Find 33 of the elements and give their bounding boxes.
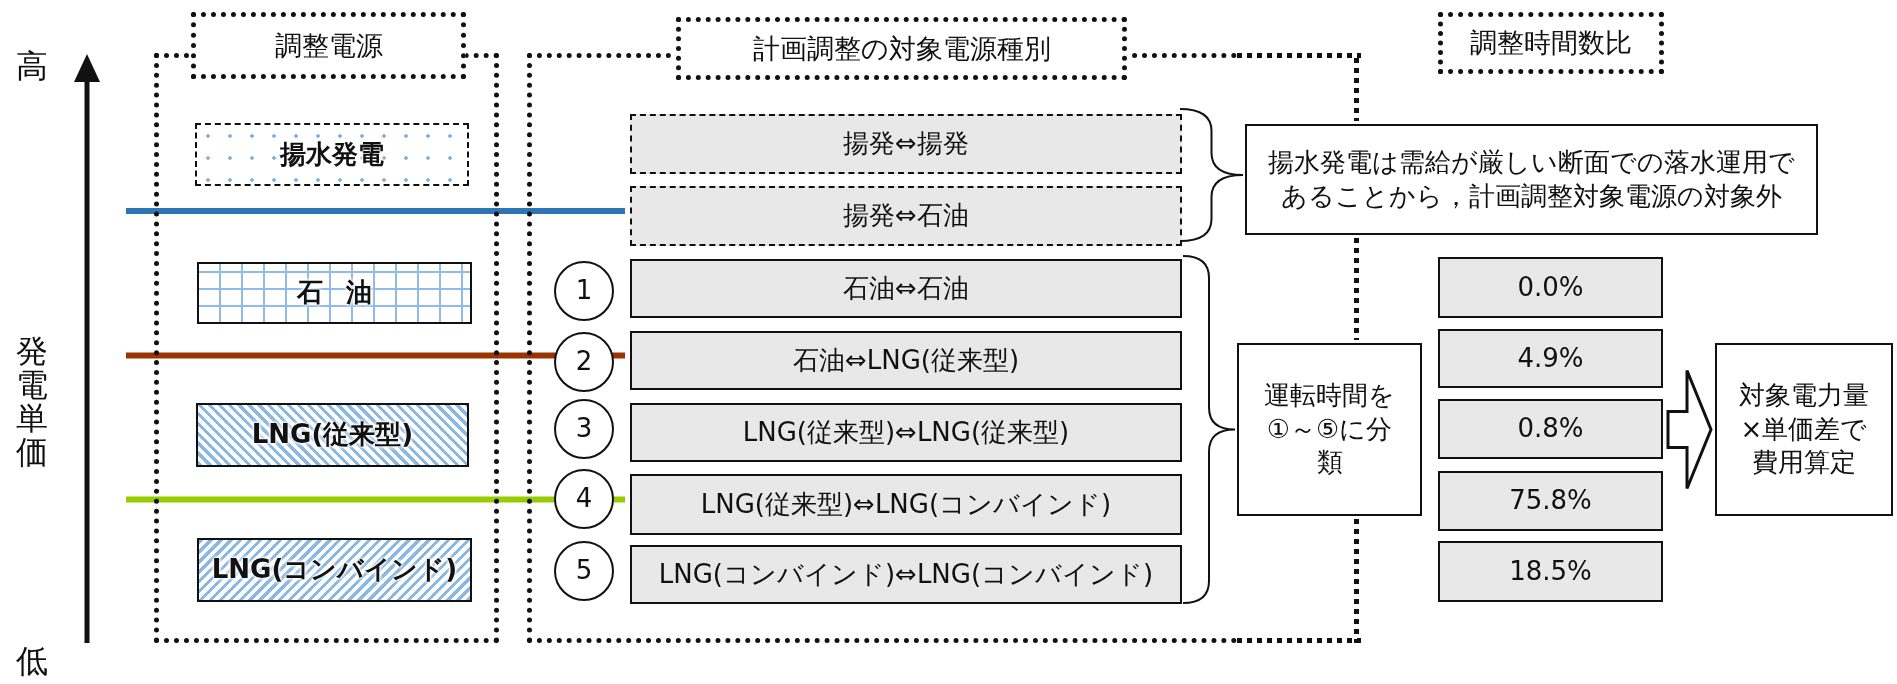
pair-box: 揚発⇔揚発 xyxy=(630,114,1182,174)
price-level-line xyxy=(126,208,625,214)
power-source-box: 揚水発電 xyxy=(195,123,469,186)
pair-box: 石油⇔石油 xyxy=(630,259,1182,318)
note-box: 運転時間を①～⑤に分類 xyxy=(1237,343,1422,516)
note-box: 対象電力量×単価差で費用算定 xyxy=(1715,343,1893,516)
percentage-box: 0.0% xyxy=(1438,257,1663,318)
number-circle: 2 xyxy=(554,332,614,392)
column-heading: 調整時間数比 xyxy=(1438,12,1664,74)
percentage-box: 18.5% xyxy=(1438,541,1663,602)
column-heading: 計画調整の対象電源種別 xyxy=(676,17,1127,80)
number-circle: 4 xyxy=(554,469,614,529)
note-box: 揚水発電は需給が厳しい断面での落水運用であることから，計画調整対象電源の対象外 xyxy=(1245,124,1818,235)
number-circle: 3 xyxy=(554,399,614,459)
axis-label: 低 xyxy=(16,645,48,679)
number-circle: 1 xyxy=(554,261,614,321)
pair-box: LNG(従来型)⇔LNG(従来型) xyxy=(630,403,1182,462)
block-arrow xyxy=(1666,369,1713,490)
power-source-box: LNG(従来型) xyxy=(196,403,469,467)
percentage-box: 4.9% xyxy=(1438,329,1663,388)
percentage-box: 75.8% xyxy=(1438,471,1663,531)
price-level-line xyxy=(126,496,625,503)
power-source-box: LNG(コンバインド) xyxy=(197,538,472,602)
number-circle: 5 xyxy=(554,541,614,601)
axis-label: 発電単価 xyxy=(16,335,49,470)
column-heading: 調整電源 xyxy=(191,12,466,79)
percentage-box: 0.8% xyxy=(1438,399,1663,459)
pair-box: LNG(従来型)⇔LNG(コンバインド) xyxy=(630,474,1182,535)
pair-box: 石油⇔LNG(従来型) xyxy=(630,331,1182,390)
pair-box: LNG(コンバインド)⇔LNG(コンバインド) xyxy=(630,545,1182,604)
axis-label: 高 xyxy=(16,50,48,84)
pair-box: 揚発⇔石油 xyxy=(630,186,1182,246)
power-source-box: 石油 xyxy=(197,262,472,324)
